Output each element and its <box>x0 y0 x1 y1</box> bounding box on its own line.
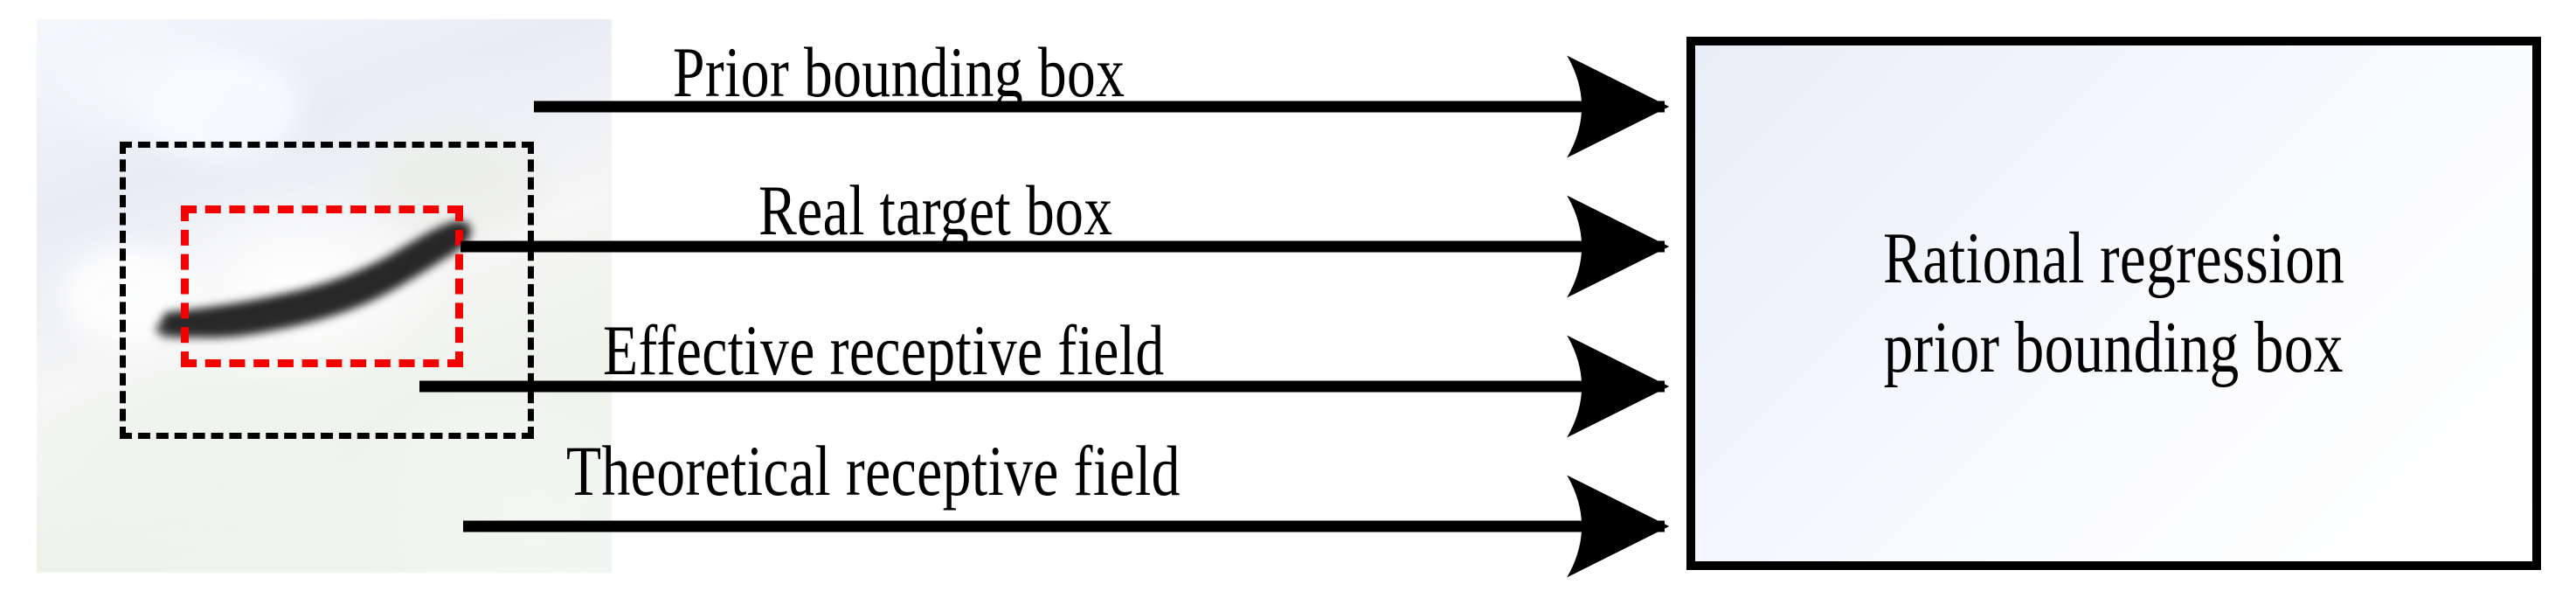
label-real-target-box: Real target box <box>758 170 1113 250</box>
prior-bounding-box-dashed <box>120 142 534 439</box>
result-line-2: prior bounding box <box>1883 307 2344 388</box>
label-effective-receptive-field: Effective receptive field <box>603 310 1165 390</box>
rational-regression-box: Rational regression prior bounding box <box>1686 37 2541 570</box>
result-line-1: Rational regression <box>1882 217 2345 299</box>
real-target-box-dashed <box>181 205 463 367</box>
label-theoretical-receptive-field: Theoretical receptive field <box>566 431 1181 511</box>
label-prior-bounding-box: Prior bounding box <box>673 32 1125 112</box>
